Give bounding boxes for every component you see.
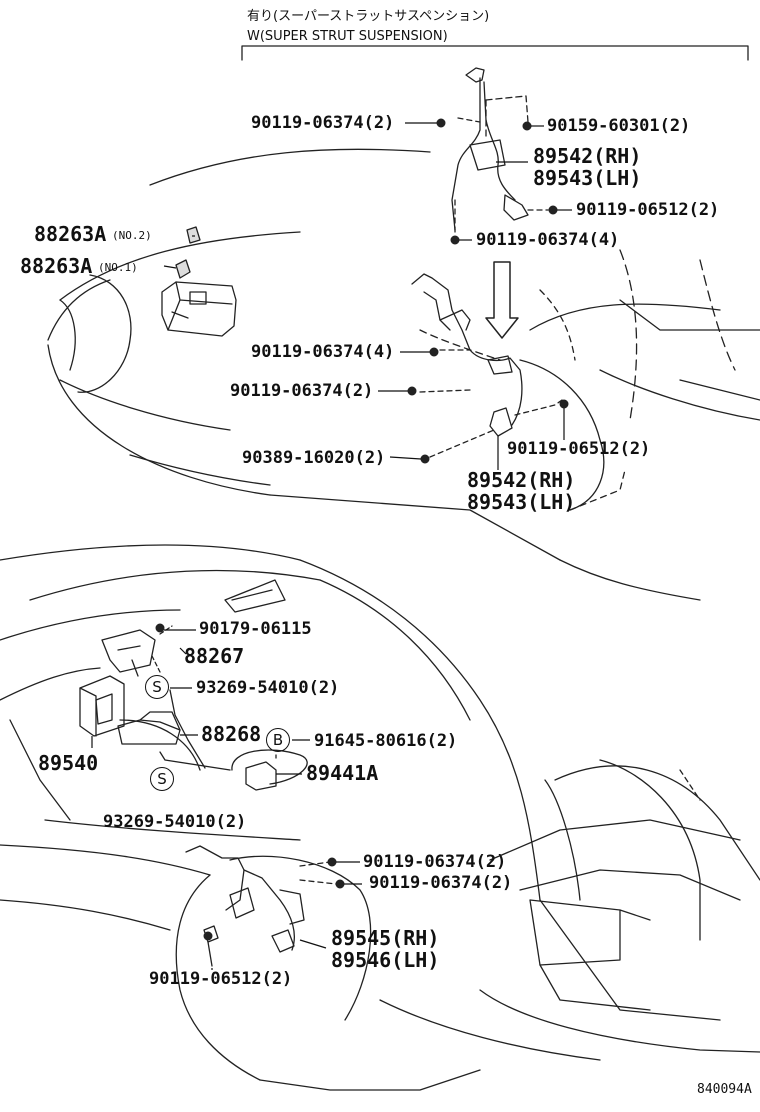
part-label: 90179-06115 <box>199 619 312 639</box>
bolt-icon <box>420 454 430 464</box>
header-english: W(SUPER STRUT SUSPENSION) <box>247 29 448 44</box>
symbol-b-badge: B <box>266 728 290 752</box>
mid-sensor-harness <box>411 273 523 426</box>
bolt-icon <box>155 623 165 633</box>
part-label: 88268 <box>201 722 262 746</box>
part-note: (NO.2) <box>112 229 152 242</box>
bolt-icon <box>327 857 337 867</box>
part-label: 88263A <box>20 254 93 278</box>
part-label: 89545(RH) <box>331 926 440 950</box>
part-label: 93269-54010(2) <box>103 812 247 832</box>
part-label: 90119-06374(4) <box>251 342 395 362</box>
part-label: 91645-80616(2) <box>314 731 458 751</box>
part-note: (NO.1) <box>98 261 138 274</box>
direction-arrow <box>485 261 519 339</box>
part-label: 89543(LH) <box>467 490 576 514</box>
part-label: 90119-06512(2) <box>507 439 651 459</box>
symbol-s-badge: S <box>150 767 174 791</box>
figure-id: 840094A <box>697 1082 752 1097</box>
bolt-icon <box>436 118 446 128</box>
front-harness <box>185 845 295 951</box>
part-label: 90119-06374(2) <box>363 852 507 872</box>
header-bracket <box>241 45 749 61</box>
part-label: 93269-54010(2) <box>196 678 340 698</box>
ecu-bracket <box>101 629 156 673</box>
bolt-icon <box>450 235 460 245</box>
symbol-s-badge: S <box>145 675 169 699</box>
battery-box <box>161 281 237 337</box>
part-label: 89543(LH) <box>533 166 642 190</box>
header-japanese: 有り(スーパーストラットサスペンション) <box>247 9 490 24</box>
part-label: 90389-16020(2) <box>242 448 386 468</box>
part-label: 89546(LH) <box>331 948 440 972</box>
bolt-icon <box>203 931 213 941</box>
part-label: 90159-60301(2) <box>547 116 691 136</box>
part-label: 89542(RH) <box>533 144 642 168</box>
part-label: 90119-06512(2) <box>149 969 293 989</box>
bolt-icon <box>548 205 558 215</box>
part-label: 88263A <box>34 222 107 246</box>
upper-body-outline <box>149 148 431 186</box>
part-label: 89542(RH) <box>467 468 576 492</box>
part-label: 90119-06512(2) <box>576 200 720 220</box>
bolt-icon <box>559 399 569 409</box>
lower-body-outline <box>0 544 301 561</box>
part-label: 89540 <box>38 751 99 775</box>
bolt-icon <box>429 347 439 357</box>
part-label: 90119-06374(2) <box>369 873 513 893</box>
top-sensor-bracket <box>465 67 485 83</box>
bolt-icon <box>407 386 417 396</box>
part-label: 90119-06374(4) <box>476 230 620 250</box>
part-label: 88267 <box>184 644 245 668</box>
bolt-icon <box>522 121 532 131</box>
part-label: 89441A <box>306 761 379 785</box>
bolt-icon <box>335 879 345 889</box>
part-label: 90119-06374(2) <box>251 113 395 133</box>
part-label: 90119-06374(2) <box>230 381 374 401</box>
